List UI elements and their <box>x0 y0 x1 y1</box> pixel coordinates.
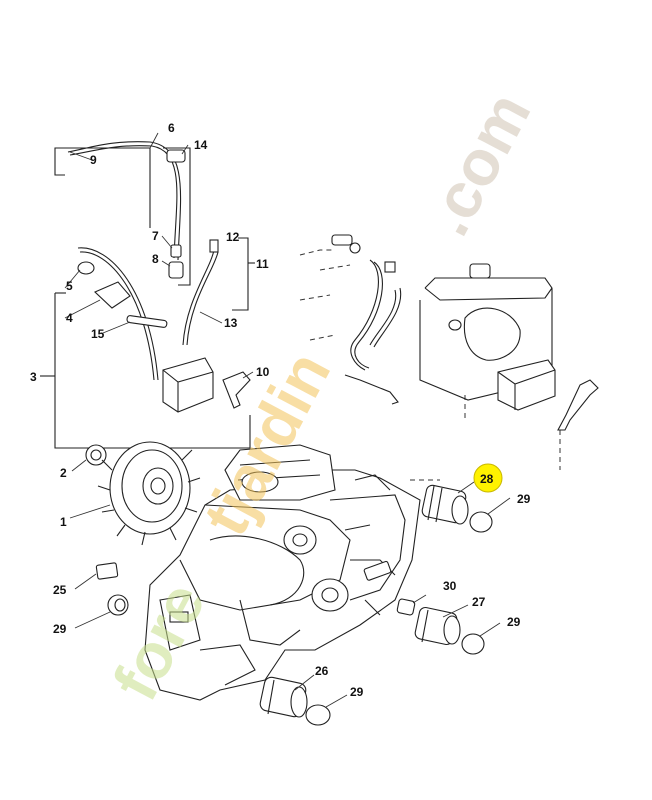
label-29-right: 29 <box>507 615 521 629</box>
ignition-lead-group <box>54 132 191 286</box>
module-housing <box>463 307 521 361</box>
seals-group <box>74 481 511 726</box>
label-26: 26 <box>315 664 329 678</box>
plug-25 <box>95 562 119 580</box>
cap-29-right <box>461 633 485 655</box>
connector-4 <box>94 281 131 309</box>
cap-29-bottom <box>305 704 331 726</box>
label-7: 7 <box>152 229 159 243</box>
wire-11 <box>209 239 219 253</box>
label-6: 6 <box>168 121 175 135</box>
label-13: 13 <box>224 316 238 330</box>
right-assembly-group <box>299 234 599 481</box>
sleeve-30 <box>396 598 416 616</box>
label-4: 4 <box>66 311 73 325</box>
ignition-module-3 <box>162 357 214 413</box>
label-5: 5 <box>66 279 73 293</box>
clip-upper <box>384 261 396 273</box>
cap-29-upper <box>469 511 493 533</box>
grommet-14 <box>166 149 186 163</box>
washer-upper <box>349 242 361 254</box>
spring-right <box>448 319 462 331</box>
label-11: 11 <box>256 257 269 271</box>
bracket-right <box>557 379 599 431</box>
crankcase-group <box>144 444 421 701</box>
spring-5 <box>77 261 95 275</box>
label-12: 12 <box>226 230 240 244</box>
spark-plug-boot-8 <box>168 261 184 279</box>
label-27: 27 <box>472 595 486 609</box>
highlight-28 <box>473 463 503 493</box>
crankcase-slot <box>169 611 189 623</box>
label-28: 28 <box>480 472 494 486</box>
terminal-7 <box>170 244 182 258</box>
grommet-right <box>469 263 491 279</box>
part-labels: 6 14 9 7 8 12 11 5 4 13 15 3 10 2 1 28 2… <box>30 121 531 699</box>
label-29-left: 29 <box>53 622 67 636</box>
label-29-upper: 29 <box>517 492 531 506</box>
label-30: 30 <box>443 579 457 593</box>
screw-upper <box>331 234 353 246</box>
screw-15 <box>126 315 168 328</box>
label-1: 1 <box>60 515 67 529</box>
label-29-bottom: 29 <box>350 685 364 699</box>
label-10: 10 <box>256 365 270 379</box>
label-25: 25 <box>53 583 67 597</box>
label-3: 3 <box>30 370 37 384</box>
ignition-module-right <box>497 359 556 411</box>
label-2: 2 <box>60 466 67 480</box>
label-15: 15 <box>91 327 105 341</box>
watermark-right: .com <box>411 81 545 247</box>
ignition-module-group <box>40 237 255 449</box>
label-9: 9 <box>90 153 97 167</box>
label-14: 14 <box>194 138 208 152</box>
nut-2 <box>85 444 107 466</box>
bracket-10 <box>222 371 251 409</box>
flywheel-group <box>69 441 201 546</box>
label-8: 8 <box>152 252 159 266</box>
